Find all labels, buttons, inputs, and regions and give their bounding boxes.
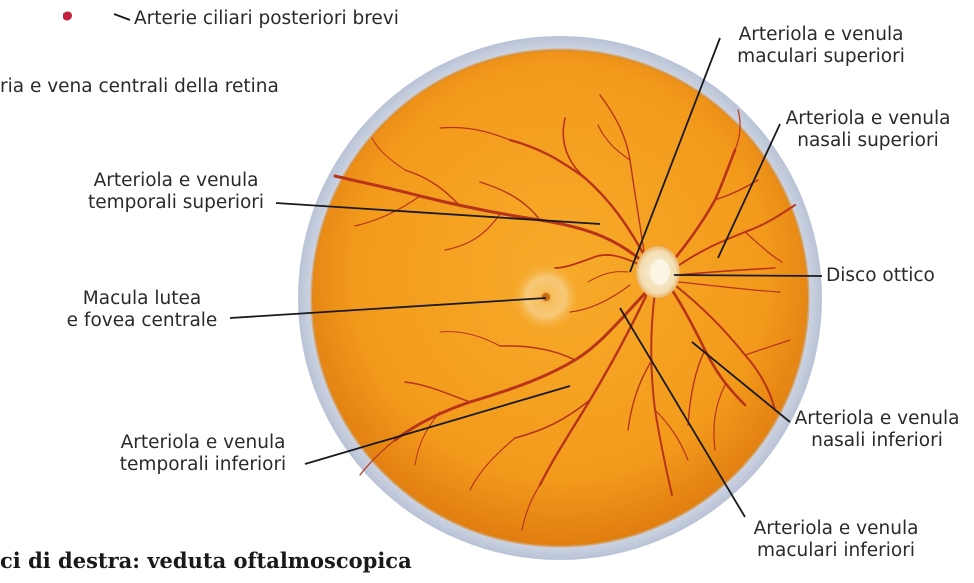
optic-cup xyxy=(650,259,670,285)
label-nasal-superior: Arteriola e venula nasali superiori xyxy=(783,108,953,152)
label-nasal-superior-line1: Arteriola e venula xyxy=(783,108,953,130)
label-temporal-superior-line1: Arteriola e venula xyxy=(78,170,274,192)
fovea xyxy=(542,293,550,301)
label-macular-superior: Arteriola e venula maculari superiori xyxy=(726,24,916,68)
label-temporal-superior: Arteriola e venula temporali superiori xyxy=(78,170,274,214)
label-nasal-inferior-line1: Arteriola e venula xyxy=(783,408,971,430)
label-temporal-inferior: Arteriola e venula temporali inferiori xyxy=(104,432,302,476)
red-mark-icon xyxy=(63,12,72,21)
label-optic-disc: Disco ottico xyxy=(826,265,935,287)
label-nasal-inferior: Arteriola e venula nasali inferiori xyxy=(783,408,971,452)
leader-disc xyxy=(674,275,822,276)
label-macula-line2: e fovea centrale xyxy=(54,310,230,332)
label-temporal-inferior-line1: Arteriola e venula xyxy=(104,432,302,454)
label-macular-inferior-line1: Arteriola e venula xyxy=(736,518,936,540)
label-temporal-inferior-line2: temporali inferiori xyxy=(104,454,302,476)
label-ciliary-arteries: Arterie ciliari posteriori brevi xyxy=(134,8,399,30)
label-macular-inferior: Arteriola e venula maculari inferiori xyxy=(736,518,936,562)
label-macula: Macula lutea e fovea centrale xyxy=(54,288,230,332)
figure-caption: ci di destra: veduta oftalmoscopica xyxy=(0,548,412,573)
label-temporal-superior-line2: temporali superiori xyxy=(78,192,274,214)
label-macular-superior-line1: Arteriola e venula xyxy=(726,24,916,46)
label-central-vessels: ria e vena centrali della retina xyxy=(0,76,279,98)
label-nasal-inferior-line2: nasali inferiori xyxy=(783,430,971,452)
label-macula-line1: Macula lutea xyxy=(54,288,230,310)
label-macular-superior-line2: maculari superiori xyxy=(726,46,916,68)
label-macular-inferior-line2: maculari inferiori xyxy=(736,540,936,562)
label-nasal-superior-line2: nasali superiori xyxy=(783,130,953,152)
leader-ciliary xyxy=(114,14,130,20)
